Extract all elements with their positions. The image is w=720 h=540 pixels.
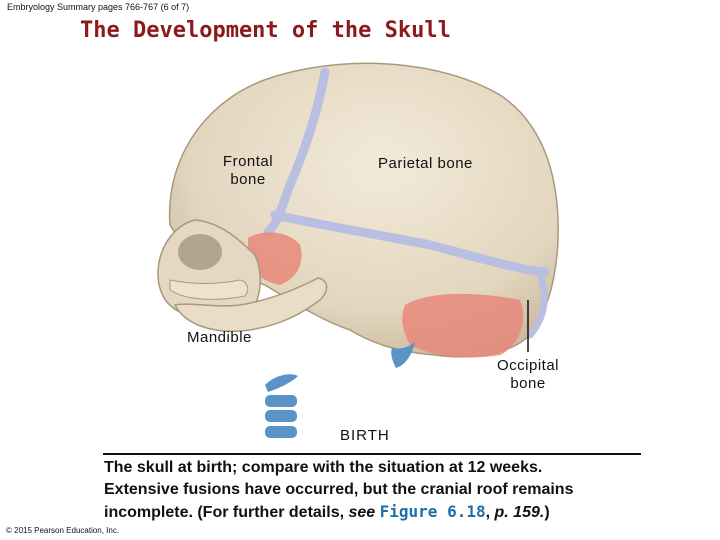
label-occipital-line2: bone <box>510 375 546 392</box>
figure-reference-link[interactable]: Figure 6.18 <box>379 502 486 521</box>
label-mandible: Mandible <box>187 329 252 346</box>
slide-header: Embryology Summary pages 766-767 (6 of 7… <box>7 2 190 12</box>
caption-line-3-post: ) <box>544 504 550 521</box>
mastoid-fontanelle <box>402 293 524 358</box>
copyright-notice: © 2015 Pearson Education, Inc. <box>6 526 120 535</box>
squamous-suture <box>270 210 550 277</box>
hyoid <box>391 342 415 368</box>
caption-line-3-pre: incomplete. (For further details, <box>104 504 349 521</box>
label-frontal-bone: Frontal bone <box>212 153 284 189</box>
vertebra-4 <box>265 426 297 438</box>
caption-see: see <box>348 504 376 521</box>
label-parietal-bone: Parietal bone <box>378 155 473 172</box>
label-occipital-bone: Occipital bone <box>486 357 570 393</box>
sphenoid-fontanelle <box>248 232 302 285</box>
caption-page: p. 159. <box>494 504 545 521</box>
vertebra-3 <box>265 410 297 422</box>
caption-divider <box>103 453 641 455</box>
label-occipital-line1: Occipital <box>496 357 560 374</box>
maxilla-shape <box>169 279 249 300</box>
caption-line-3: incomplete. (For further details, see Fi… <box>104 501 664 524</box>
caption-line-1: The skull at birth; compare with the sit… <box>104 459 543 476</box>
slide-title: The Development of the Skull <box>80 18 451 43</box>
mandible-shape <box>173 277 328 332</box>
stage-label-birth: BIRTH <box>340 427 390 444</box>
caption-sep: , <box>485 504 495 521</box>
figure-caption: The skull at birth; compare with the sit… <box>104 457 664 524</box>
lambdoid-suture <box>526 271 548 339</box>
caption-line-2: Extensive fusions have occurred, but the… <box>104 481 574 498</box>
cranium-shape <box>168 62 559 358</box>
label-frontal-line2: bone <box>230 171 266 188</box>
orbit <box>178 234 222 270</box>
label-frontal-line1: Frontal <box>222 153 274 170</box>
vertebra-2 <box>265 395 297 407</box>
vertebra-1 <box>265 374 298 392</box>
